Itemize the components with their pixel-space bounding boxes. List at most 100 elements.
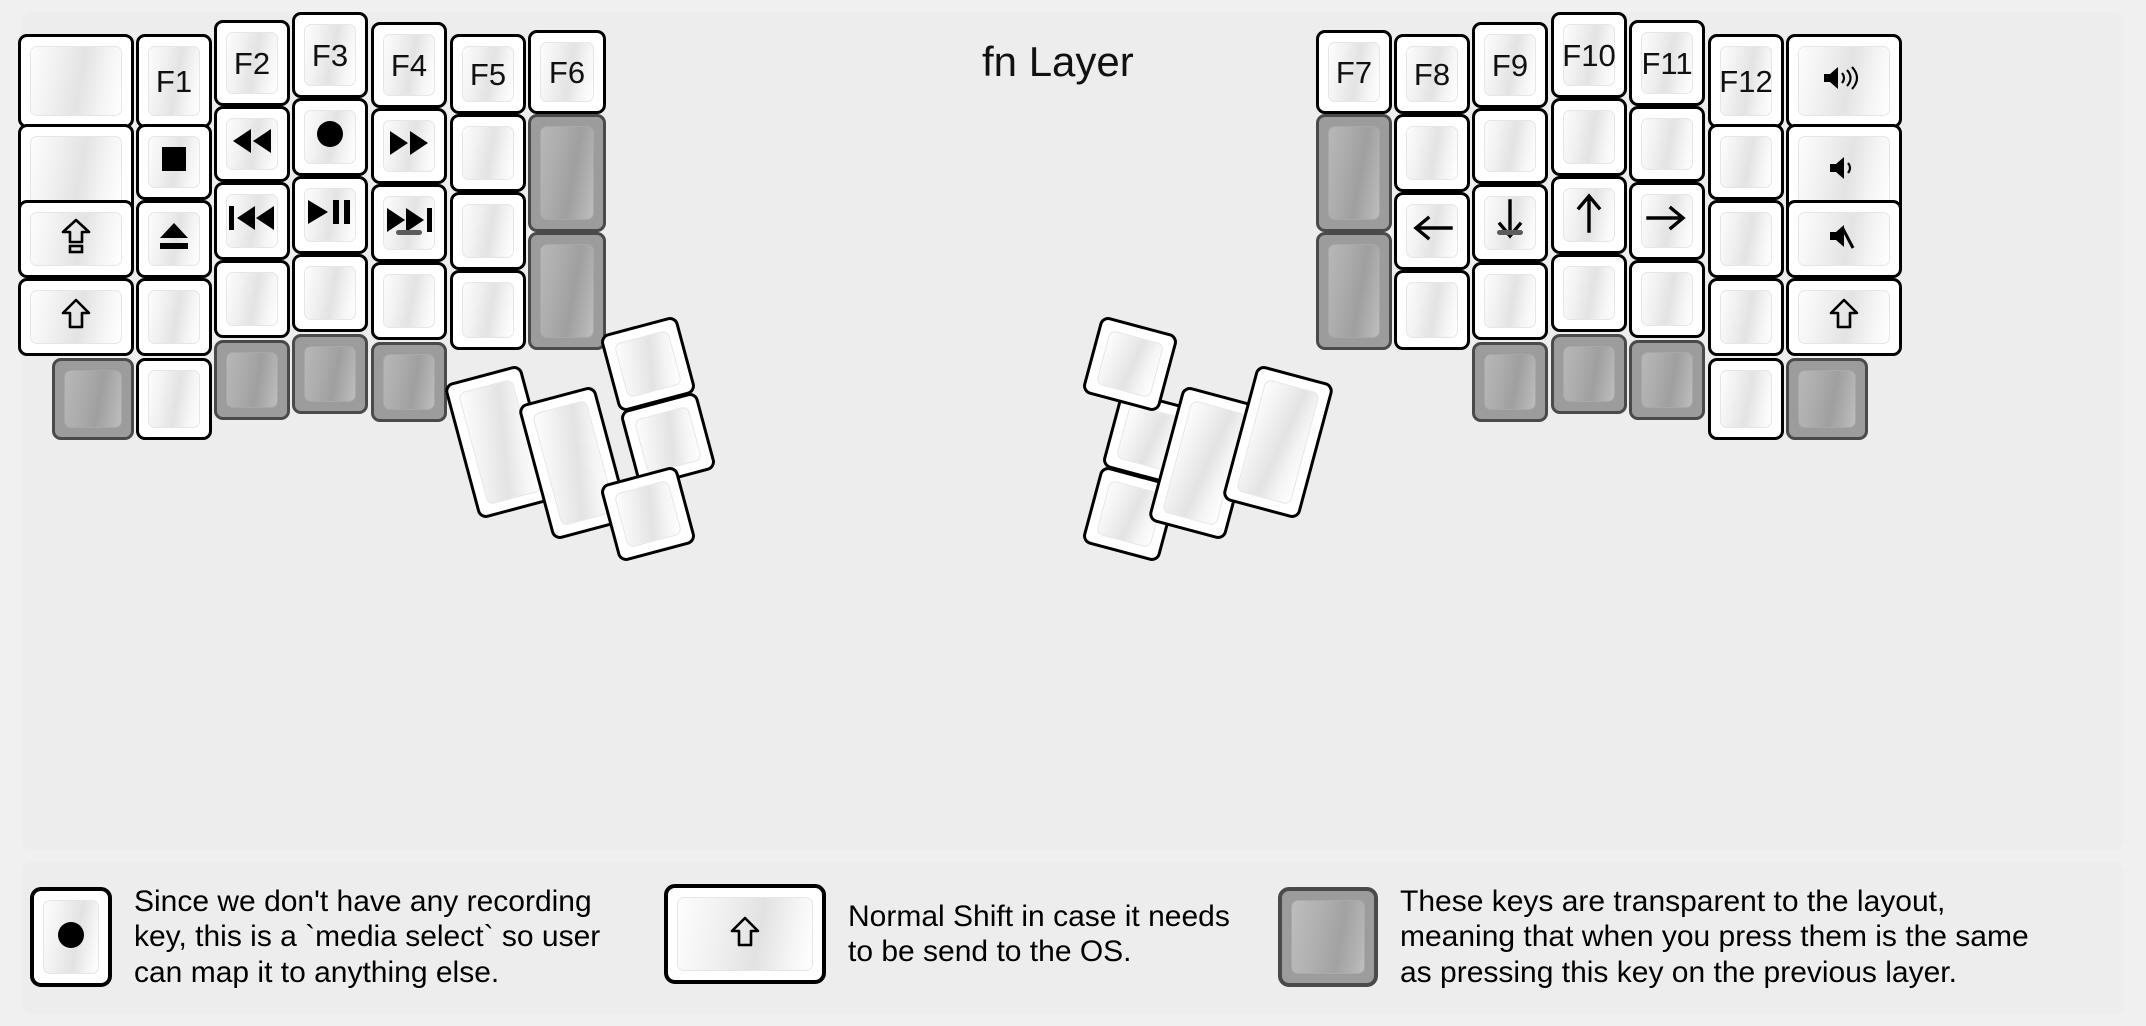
keycap-face [383, 34, 435, 96]
key-r-c3-r5[interactable] [1472, 342, 1548, 422]
key-l-c2-r5[interactable] [136, 358, 212, 440]
key-l-c5-r3[interactable] [371, 184, 447, 262]
key-r-c2-r4[interactable] [1394, 270, 1470, 350]
key-l-c3-r4[interactable] [214, 260, 290, 338]
keycap-face [540, 42, 594, 102]
keycap-face [1798, 370, 1856, 428]
key-l-c7-r2[interactable] [528, 114, 606, 232]
key-r-c3-r1[interactable]: F9 [1472, 22, 1548, 108]
key-l-c1-r4[interactable] [18, 278, 134, 356]
keycap-face [1235, 378, 1321, 506]
legend-item-2: Normal Shift in case it needs to be send… [664, 884, 1230, 984]
keycap-face [1798, 46, 1890, 116]
keycap-face [148, 370, 200, 428]
keycap-face [1563, 24, 1615, 86]
key-l-c1-r3[interactable] [18, 200, 134, 278]
key-r-c7-r3[interactable] [1786, 200, 1902, 278]
key-r-c3-r2[interactable] [1472, 108, 1548, 184]
keycap-face [1798, 212, 1890, 266]
keycap-face [613, 479, 683, 549]
key-r-c4-r3[interactable] [1551, 176, 1627, 254]
key-r-c2-r2[interactable] [1394, 114, 1470, 192]
keycap-face [1641, 352, 1693, 408]
keycap-face [226, 272, 278, 326]
key-l-c3-r3[interactable] [214, 182, 290, 260]
key-l-c1-r1[interactable] [18, 34, 134, 128]
key-r-c2-r1[interactable]: F8 [1394, 34, 1470, 114]
key-l-c7-r3[interactable] [528, 232, 606, 350]
key-l-c2-r1[interactable]: F1 [136, 34, 212, 128]
keycap-face [540, 244, 594, 338]
key-l-c3-r5[interactable] [214, 340, 290, 420]
keycap-face [30, 212, 122, 266]
shift-icon [730, 916, 760, 953]
key-r-c1-r1[interactable]: F7 [1316, 30, 1392, 114]
keycap-face [226, 194, 278, 248]
key-l-c3-r1[interactable]: F2 [214, 20, 290, 106]
key-l-c6-r1[interactable]: F5 [450, 34, 526, 114]
key-r-c4-r4[interactable] [1551, 254, 1627, 332]
key-l-c7-r1[interactable]: F6 [528, 30, 606, 114]
keycap-face [304, 24, 356, 86]
legend-text-2: Normal Shift in case it needs to be send… [848, 899, 1230, 968]
key-l-c6-r2[interactable] [450, 114, 526, 192]
key-l-c4-r4[interactable] [292, 254, 368, 332]
key-l-c5-r1[interactable]: F4 [371, 22, 447, 108]
keycap-face [226, 32, 278, 94]
keycap-face [1406, 46, 1458, 102]
keycap-face [1328, 126, 1380, 220]
key-r-c3-r3[interactable] [1472, 184, 1548, 262]
key-l-c4-r5[interactable] [292, 334, 368, 414]
key-l-c4-r3[interactable] [292, 176, 368, 254]
key-l-c2-r4[interactable] [136, 278, 212, 356]
key-r-c4-r1[interactable]: F10 [1551, 12, 1627, 98]
keycap-face [1406, 204, 1458, 258]
key-r-c5-r2[interactable] [1629, 106, 1705, 182]
keycap-face [462, 204, 514, 258]
legend-panel [22, 862, 2124, 1014]
keycap-face [1720, 212, 1772, 266]
key-l-c6-r4[interactable] [450, 270, 526, 350]
key-l-c1-r5[interactable] [52, 358, 134, 440]
key-r-c6-r1[interactable]: F12 [1708, 34, 1784, 128]
key-r-c7-r5[interactable] [1786, 358, 1868, 440]
page-title: fn Layer [982, 38, 1134, 85]
keycap-face [1798, 290, 1890, 344]
key-r-c7-r1[interactable] [1786, 34, 1902, 128]
key-r-c6-r4[interactable] [1708, 278, 1784, 356]
key-r-c5-r4[interactable] [1629, 260, 1705, 338]
key-r-c4-r5[interactable] [1551, 334, 1627, 414]
keycap-face [148, 136, 200, 188]
key-r-c6-r3[interactable] [1708, 200, 1784, 278]
key-r-c5-r3[interactable] [1629, 182, 1705, 260]
key-l-c6-r3[interactable] [450, 192, 526, 270]
key-l-c5-r5[interactable] [371, 342, 447, 422]
key-l-c5-r2[interactable] [371, 108, 447, 184]
keycap-face [1328, 244, 1380, 338]
key-r-c5-r1[interactable]: F11 [1629, 20, 1705, 106]
key-r-c4-r2[interactable] [1551, 98, 1627, 176]
homing-bar [396, 230, 422, 235]
keycap-face [1641, 194, 1693, 248]
key-r-c2-r3[interactable] [1394, 192, 1470, 270]
key-l-c2-r3[interactable] [136, 200, 212, 278]
key-r-c6-r2[interactable] [1708, 124, 1784, 200]
key-r-c1-r2[interactable] [1316, 114, 1392, 232]
key-l-c4-r2[interactable] [292, 98, 368, 176]
legend-keycap-face [43, 900, 99, 975]
key-r-c1-r3[interactable] [1316, 232, 1392, 350]
key-l-c4-r1[interactable]: F3 [292, 12, 368, 98]
key-r-c7-r4[interactable] [1786, 278, 1902, 356]
keycap-face [1563, 188, 1615, 242]
legend-item-3: These keys are transparent to the layout… [1278, 884, 2029, 990]
legend-text-1: Since we don't have any recording key, t… [134, 885, 601, 989]
key-r-c3-r4[interactable] [1472, 262, 1548, 340]
key-l-c5-r4[interactable] [371, 262, 447, 340]
key-r-c5-r5[interactable] [1629, 340, 1705, 420]
key-l-c2-r2[interactable] [136, 124, 212, 200]
keycap-face [148, 212, 200, 266]
keycap-face [1095, 329, 1165, 399]
keycap-face [1641, 272, 1693, 326]
key-l-c3-r2[interactable] [214, 106, 290, 182]
key-r-c6-r5[interactable] [1708, 358, 1784, 440]
